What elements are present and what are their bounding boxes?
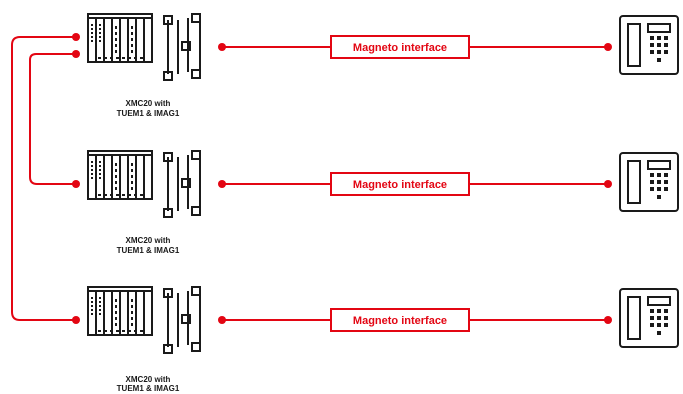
interface-box	[330, 308, 470, 332]
diagram-row-1: XMC20 with TUEM1 & IMAG1 Magneto interfa…	[87, 13, 679, 118]
bus-connection-dot	[72, 316, 80, 324]
node-label-line2: TUEM1 & IMAG1	[117, 109, 180, 118]
node-label-line2: TUEM1 & IMAG1	[117, 384, 180, 393]
link-start-dot	[218, 180, 226, 188]
interface-label: Magneto interface	[353, 315, 447, 327]
node-label-line1: XMC20 with	[126, 99, 171, 108]
interface-box	[330, 172, 470, 196]
node-label-line2: TUEM1 & IMAG1	[117, 246, 180, 255]
inner-bus-line	[29, 53, 76, 185]
xmc20-rack-icon	[87, 286, 201, 354]
diagram-row-2: XMC20 with TUEM1 & IMAG1 Magneto interfa…	[87, 150, 679, 255]
backbone-bus	[11, 33, 80, 324]
bus-connection-dot	[72, 180, 80, 188]
interface-box	[330, 35, 470, 59]
telephone-icon	[619, 15, 679, 75]
link-start-dot	[218, 316, 226, 324]
diagram-row-3: XMC20 with TUEM1 & IMAG1 Magneto interfa…	[87, 286, 679, 393]
interface-label: Magneto interface	[353, 179, 447, 191]
link-end-dot	[604, 43, 612, 51]
xmc20-rack-icon	[87, 150, 201, 218]
telephone-icon	[619, 152, 679, 212]
bus-connection-dot	[72, 50, 80, 58]
bus-connection-dot	[72, 33, 80, 41]
telephone-icon	[619, 288, 679, 348]
xmc20-rack-icon	[87, 13, 201, 81]
interface-label: Magneto interface	[353, 42, 447, 54]
link-start-dot	[218, 43, 226, 51]
outer-bus-line	[11, 36, 76, 321]
link-end-dot	[604, 316, 612, 324]
link-end-dot	[604, 180, 612, 188]
node-label-line1: XMC20 with	[126, 236, 171, 245]
node-label-line1: XMC20 with	[126, 375, 171, 384]
